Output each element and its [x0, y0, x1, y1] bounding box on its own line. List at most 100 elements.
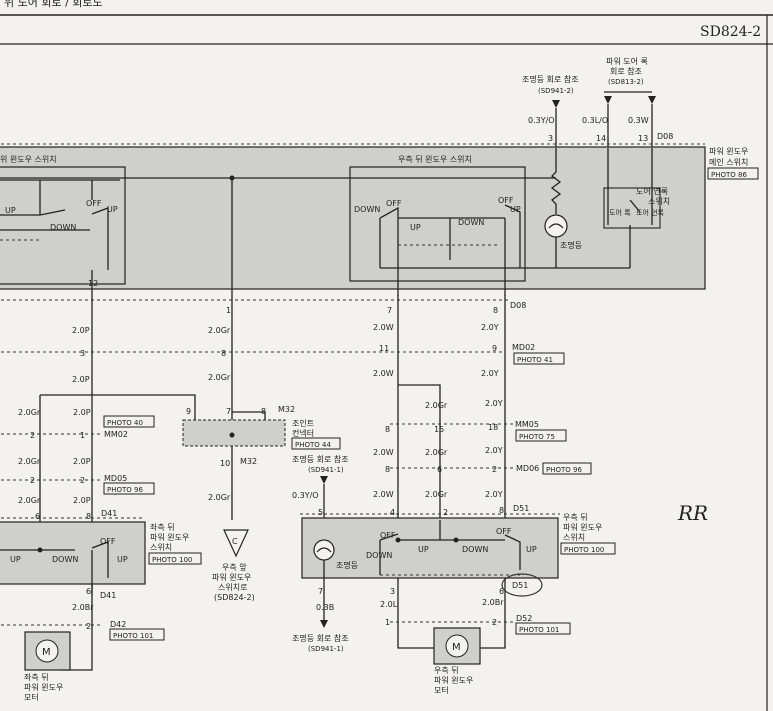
svg-text:2.0L: 2.0L	[380, 600, 398, 609]
svg-text:3: 3	[390, 587, 395, 596]
wire-top-1: 0.3Y/O	[528, 116, 555, 125]
svg-text:2.0Gr: 2.0Gr	[18, 408, 41, 417]
svg-text:8: 8	[221, 349, 226, 358]
lamp-ref-top-code: (SD941-2)	[538, 87, 574, 95]
svg-text:UP: UP	[10, 555, 21, 564]
page-title-fragment: 위 도어 회로 / 회로도	[4, 0, 103, 9]
svg-text:7: 7	[226, 407, 231, 416]
svg-text:D52: D52	[516, 614, 532, 623]
svg-text:PHOTO 100: PHOTO 100	[152, 556, 192, 564]
handwritten-circle	[501, 573, 543, 597]
svg-text:8: 8	[261, 407, 266, 416]
svg-text:OFF: OFF	[100, 537, 116, 546]
pin-top-1: 3	[548, 134, 553, 143]
svg-text:2.0Gr: 2.0Gr	[425, 490, 448, 499]
door-lock-sw-2: 스위치	[648, 197, 670, 206]
svg-text:D08: D08	[510, 301, 526, 310]
svg-text:D41: D41	[100, 591, 116, 600]
svg-text:PHOTO 44: PHOTO 44	[295, 441, 331, 449]
svg-text:2.0Gr: 2.0Gr	[208, 373, 231, 382]
svg-text:1: 1	[385, 618, 390, 627]
left-window-switch	[0, 166, 126, 285]
svg-text:2.0Br: 2.0Br	[482, 598, 504, 607]
svg-text:2.0Gr: 2.0Gr	[18, 457, 41, 466]
svg-text:M: M	[452, 642, 461, 653]
svg-text:모터: 모터	[434, 686, 449, 695]
svg-text:PHOTO 96: PHOTO 96	[546, 466, 582, 474]
svg-text:0.3B: 0.3B	[316, 603, 334, 612]
lamp-icon	[544, 214, 568, 238]
svg-text:M32: M32	[278, 405, 295, 414]
svg-text:8: 8	[385, 465, 390, 474]
svg-text:OFF: OFF	[386, 199, 402, 208]
svg-text:M: M	[42, 647, 51, 658]
svg-text:2: 2	[30, 476, 35, 485]
svg-text:2.0Y: 2.0Y	[485, 490, 503, 499]
svg-text:2.0W: 2.0W	[373, 448, 394, 457]
photo-86: PHOTO 86	[711, 171, 747, 179]
svg-text:D51: D51	[512, 581, 528, 590]
svg-text:파워 윈도우: 파워 윈도우	[563, 523, 602, 532]
svg-text:모터: 모터	[24, 693, 39, 702]
svg-text:D41: D41	[101, 509, 117, 518]
pin-top-3: 13	[638, 134, 648, 143]
svg-text:2: 2	[30, 431, 35, 440]
svg-text:DOWN: DOWN	[366, 551, 392, 560]
joint-connector	[182, 419, 286, 447]
svg-text:2.0P: 2.0P	[72, 375, 90, 384]
svg-text:UP: UP	[117, 555, 128, 564]
svg-text:0.3Y/O: 0.3Y/O	[292, 491, 319, 500]
svg-text:10: 10	[220, 459, 230, 468]
arrow-down-icon	[648, 96, 656, 104]
svg-text:좌측 뒤: 좌측 뒤	[24, 673, 49, 682]
svg-text:5: 5	[318, 508, 323, 517]
svg-text:우측 뒤: 우측 뒤	[434, 666, 459, 675]
svg-text:UP: UP	[5, 206, 16, 215]
conn-d08-top: D08	[657, 132, 673, 141]
svg-text:2.0Y: 2.0Y	[485, 399, 503, 408]
svg-text:OFF: OFF	[380, 531, 396, 540]
svg-text:11: 11	[379, 344, 389, 353]
svg-text:2.0W: 2.0W	[373, 490, 394, 499]
svg-text:PHOTO 100: PHOTO 100	[564, 546, 604, 554]
handwritten-note: RR	[677, 501, 708, 525]
svg-text:8: 8	[86, 512, 91, 521]
svg-text:9: 9	[492, 344, 497, 353]
svg-text:UP: UP	[410, 223, 421, 232]
arrow-down-icon	[320, 620, 328, 628]
svg-text:M32: M32	[240, 457, 257, 466]
svg-text:(SD941-1): (SD941-1)	[308, 466, 344, 474]
svg-text:6: 6	[86, 587, 91, 596]
left-rear-switch	[0, 521, 146, 585]
svg-text:8: 8	[499, 506, 504, 515]
svg-text:조명등 회로 참조: 조명등 회로 참조	[292, 633, 349, 643]
svg-text:스위치: 스위치	[150, 543, 172, 552]
svg-text:UP: UP	[418, 545, 429, 554]
door-lock-ref-3: (SD813-2)	[608, 78, 644, 86]
svg-text:2: 2	[492, 618, 497, 627]
svg-text:파워 윈도우: 파워 윈도우	[434, 676, 473, 685]
lamp-icon	[313, 539, 335, 561]
svg-text:스위치로: 스위치로	[218, 583, 247, 592]
svg-text:PHOTO 96: PHOTO 96	[107, 486, 143, 494]
svg-text:1: 1	[226, 306, 231, 315]
svg-text:좌측 뒤: 좌측 뒤	[150, 523, 175, 532]
svg-text:2.0P: 2.0P	[73, 408, 91, 417]
main-switch-title-2: 메인 스위치	[709, 157, 748, 167]
svg-text:2.0Gr: 2.0Gr	[18, 496, 41, 505]
svg-text:15: 15	[434, 425, 444, 434]
svg-text:2.0Gr: 2.0Gr	[425, 448, 448, 457]
svg-text:2.0P: 2.0P	[73, 457, 91, 466]
svg-text:PHOTO 101: PHOTO 101	[113, 632, 153, 640]
pin-top-2: 14	[596, 134, 606, 143]
connector-c	[223, 529, 249, 558]
svg-text:2.0Gr: 2.0Gr	[208, 326, 231, 335]
svg-text:우측 앞: 우측 앞	[222, 562, 247, 572]
svg-text:UP: UP	[107, 205, 118, 214]
svg-text:OFF: OFF	[498, 196, 514, 205]
svg-text:파워 윈도우: 파워 윈도우	[24, 683, 63, 692]
page-code: SD824-2	[700, 24, 761, 40]
svg-text:UP: UP	[510, 205, 521, 214]
svg-text:7: 7	[387, 306, 392, 315]
